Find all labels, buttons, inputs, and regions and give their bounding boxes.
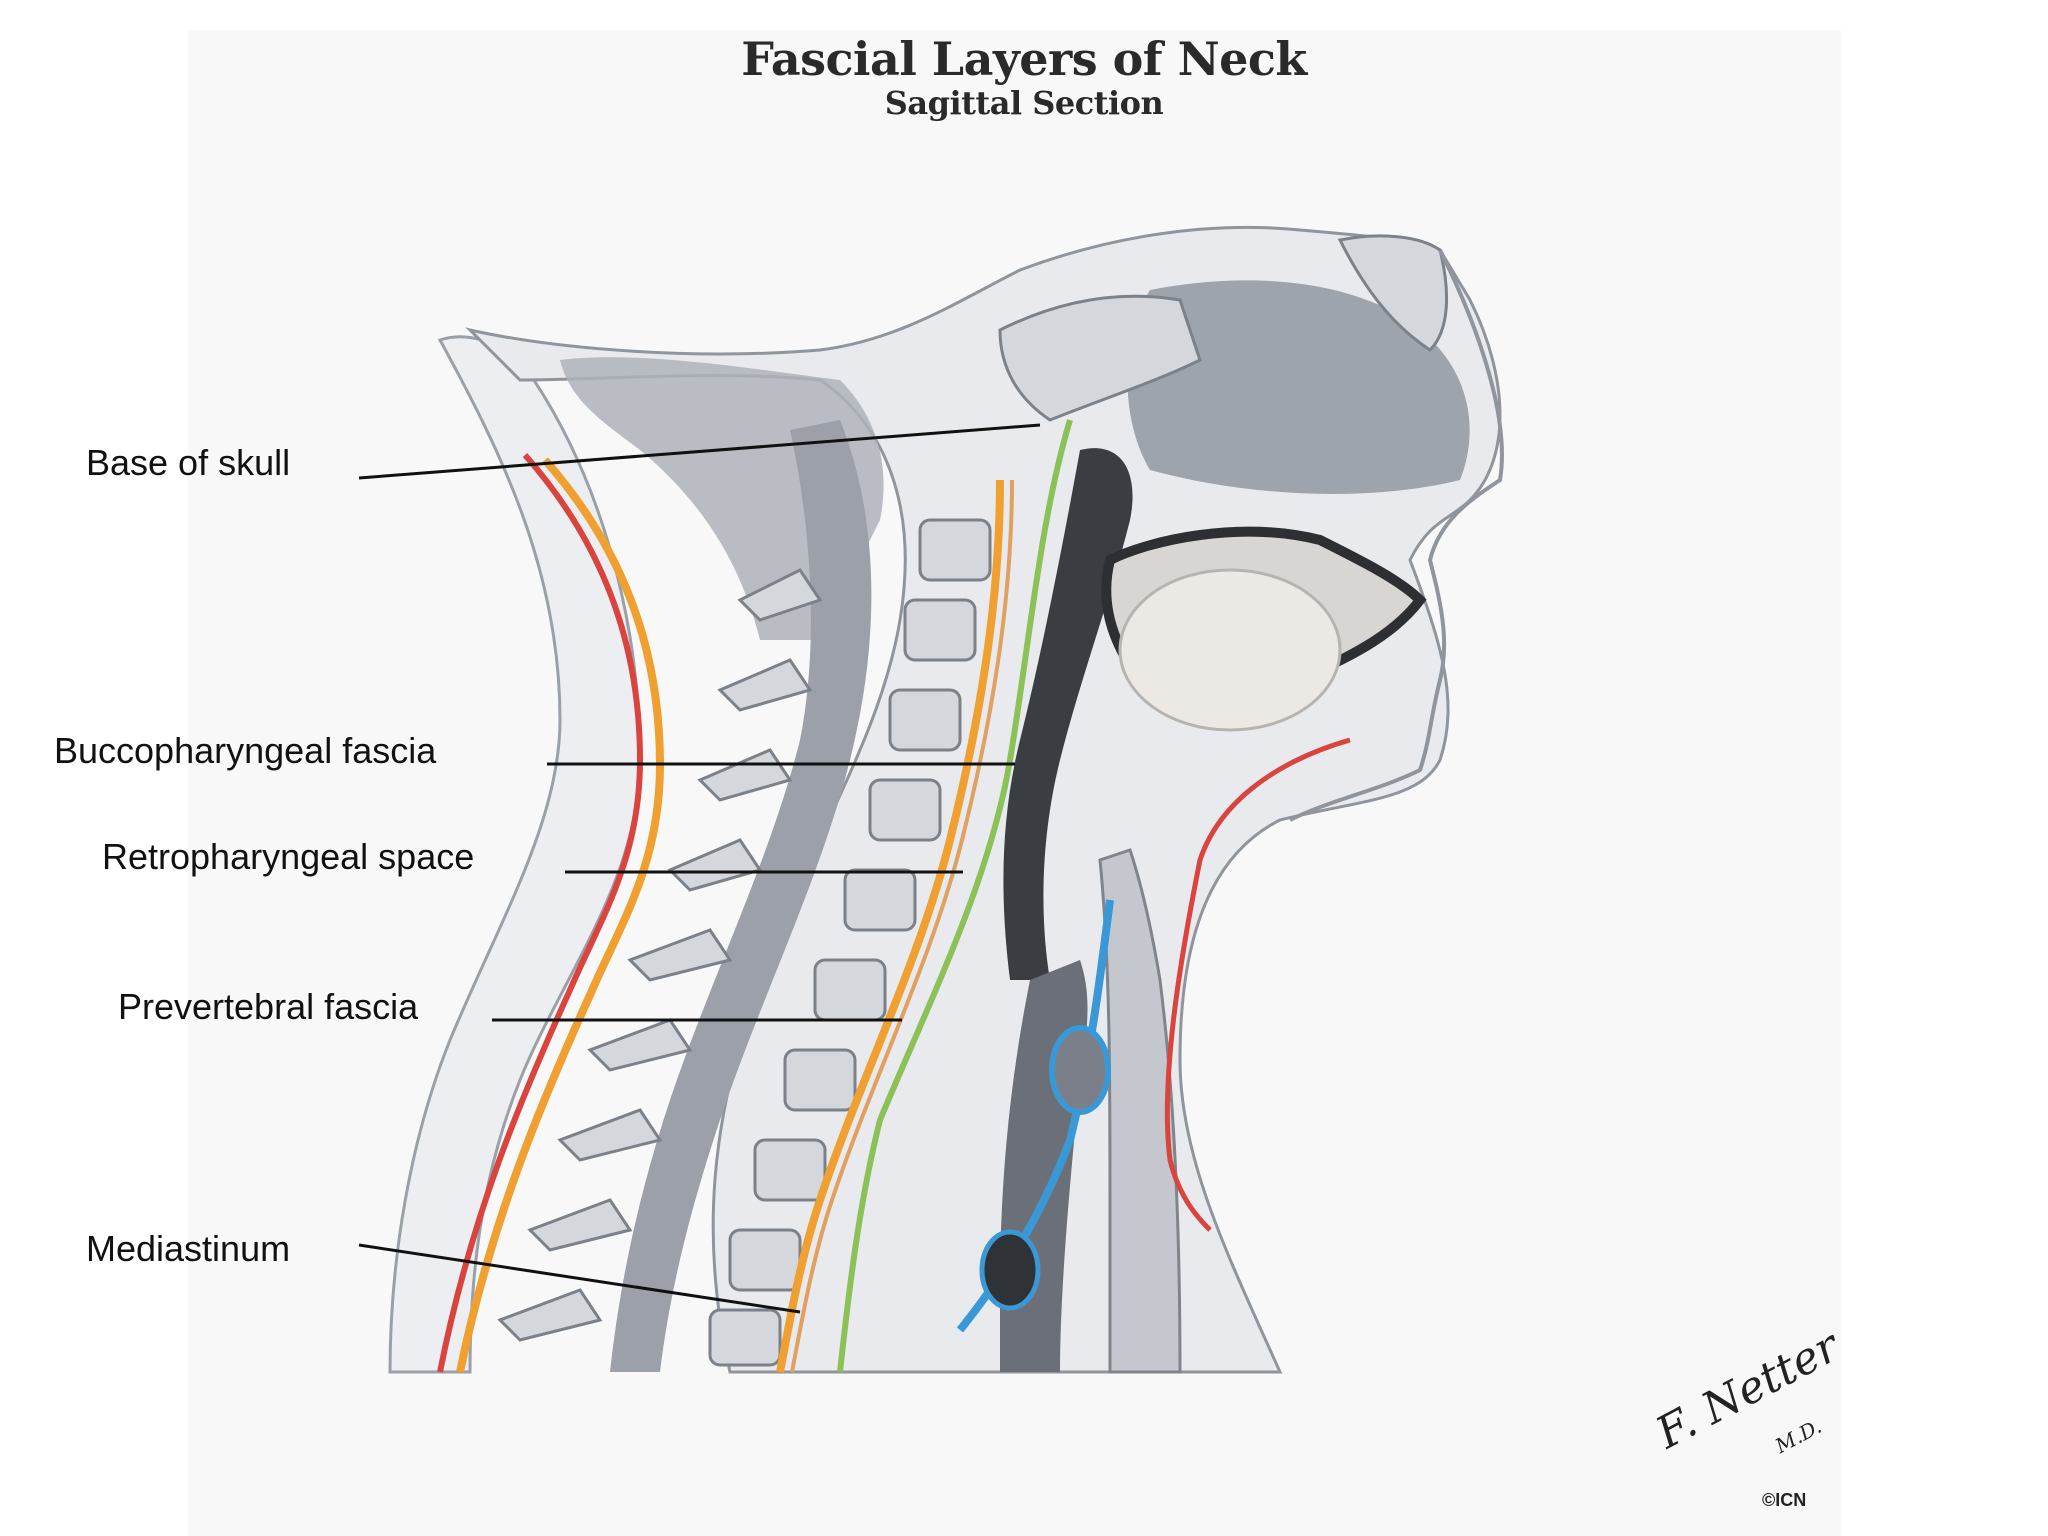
label-mediastinum: Mediastinum — [86, 1228, 291, 1269]
label-retropharyngeal-space: Retropharyngeal space — [102, 836, 475, 877]
tongue — [1118, 568, 1342, 732]
spinous-process — [697, 748, 793, 802]
trachea — [1098, 848, 1182, 1374]
neck-body — [465, 225, 1502, 1374]
investing-fascia-posterior — [437, 453, 644, 1373]
pharynx-airway — [1003, 448, 1133, 980]
vertebra-body — [888, 688, 962, 752]
retropharyngeal-line — [790, 479, 1014, 1373]
spinous-process — [587, 1018, 693, 1072]
label-prevertebral-fascia: Prevertebral fascia — [118, 986, 419, 1027]
buccopharyngeal-fascia-line — [837, 419, 1073, 1373]
vertebra-body — [918, 518, 992, 582]
figure-title: Fascial Layers of Neck — [741, 32, 1307, 86]
spinous-process — [717, 658, 813, 712]
nasal-cavity — [1127, 280, 1470, 494]
spinous-process — [737, 568, 823, 622]
spinous-process — [627, 928, 733, 982]
vertebra-body — [753, 1138, 827, 1202]
facial-profile — [1289, 249, 1504, 822]
label-base-of-skull: Base of skull — [86, 442, 291, 483]
vertebra-body — [868, 778, 942, 842]
vertebra-body — [708, 1308, 782, 1367]
vertebral-column — [708, 518, 992, 1367]
prevertebral-fascia-anterior — [776, 479, 1004, 1373]
copyright-mark: ©ICN — [1762, 1490, 1807, 1510]
sphenoid-bone — [998, 294, 1202, 422]
frontal-bone — [1337, 234, 1448, 352]
leader-line-mediastinum — [358, 1243, 801, 1314]
brachiocephalic-vessel — [979, 1229, 1041, 1311]
vertebra-body — [843, 868, 917, 932]
vertebra-body — [813, 958, 887, 1022]
label-buccopharyngeal-fascia: Buccopharyngeal fascia — [54, 730, 437, 771]
thyroid-gland — [1049, 1025, 1111, 1115]
leader-line-base-of-skull — [358, 423, 1041, 480]
spinous-process — [527, 1198, 633, 1252]
spinal-cord — [610, 420, 872, 1372]
vertebra-body — [903, 598, 977, 662]
figure-subtitle: Sagittal Section — [884, 84, 1164, 122]
investing-fascia-anterior — [1164, 737, 1351, 1232]
vertebra-body — [783, 1048, 857, 1112]
vertebra-body — [728, 1228, 802, 1292]
spinous-process — [557, 1108, 663, 1162]
prevertebral-fascia-posterior — [456, 457, 665, 1373]
spinous-process — [497, 1288, 603, 1342]
spinous-process — [667, 838, 763, 892]
